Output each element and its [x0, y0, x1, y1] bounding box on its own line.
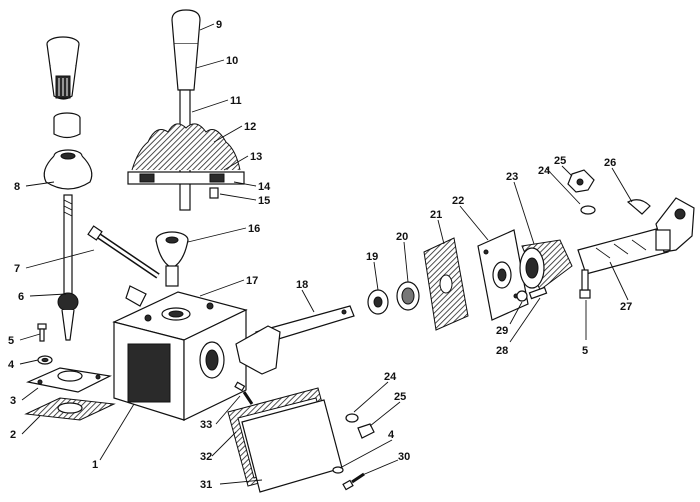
callout-30: 30 — [398, 451, 410, 463]
leader-lines — [19, 23, 633, 485]
lever-knob-assembly — [46, 36, 80, 100]
callout-11: 11 — [230, 95, 242, 107]
callout-6: 6 — [18, 291, 24, 303]
long-bolt — [87, 225, 160, 279]
callout-27: 27 — [620, 301, 632, 313]
screw-29 — [516, 286, 548, 302]
callout-25-bottom: 25 — [394, 391, 406, 403]
callout-21: 21 — [430, 209, 442, 221]
nut-bottom — [345, 413, 375, 439]
small-fitting — [125, 285, 147, 307]
washer-19 — [367, 289, 389, 315]
callout-31: 31 — [200, 479, 212, 491]
callout-2: 2 — [10, 429, 16, 441]
sleeve-23 — [519, 239, 573, 291]
lever-boot — [43, 149, 93, 190]
washer-4-left — [37, 355, 53, 365]
callout-4-bottom: 4 — [388, 429, 395, 441]
bushing — [53, 112, 81, 139]
callout-25-top: 25 — [554, 155, 566, 167]
callout-19: 19 — [366, 251, 378, 263]
washer-24-top — [580, 205, 596, 215]
gear-lever-rod — [57, 194, 79, 341]
callout-22: 22 — [452, 195, 464, 207]
callout-12: 12 — [244, 121, 256, 133]
nut-25-top — [567, 169, 595, 193]
callout-15: 15 — [258, 195, 270, 207]
callout-labels: 1 2 3 4 5 6 7 8 9 10 11 12 13 14 15 16 1… — [8, 19, 632, 491]
callout-28: 28 — [496, 345, 508, 357]
gasket-plate — [24, 397, 116, 421]
screw-5-left — [37, 323, 47, 342]
callout-8: 8 — [14, 181, 20, 193]
callout-23: 23 — [506, 171, 518, 183]
shaft-27 — [577, 197, 695, 275]
callout-18: 18 — [296, 279, 308, 291]
screw-5-right — [579, 269, 591, 299]
ring-20 — [396, 281, 420, 311]
callout-24-top: 24 — [538, 165, 551, 177]
gearbox-housing — [112, 291, 248, 421]
callout-16: 16 — [248, 223, 260, 235]
pivot-cap — [155, 231, 189, 287]
callout-10: 10 — [226, 55, 238, 67]
selector-shaft — [235, 305, 355, 375]
callout-5-left: 5 — [8, 335, 14, 347]
rubber-cover — [127, 123, 245, 199]
bolt-30 — [332, 466, 365, 491]
callout-33: 33 — [200, 419, 212, 431]
bolt-33 — [234, 381, 254, 405]
callout-4-left: 4 — [8, 359, 15, 371]
callout-13: 13 — [250, 151, 262, 163]
callout-1: 1 — [92, 459, 98, 471]
callout-3: 3 — [10, 395, 16, 407]
key-26 — [626, 199, 651, 215]
gasket-21 — [423, 237, 469, 331]
callout-9: 9 — [216, 19, 222, 31]
callout-32: 32 — [200, 451, 212, 463]
callout-5-right: 5 — [582, 345, 588, 357]
callout-14: 14 — [258, 181, 271, 193]
callout-7: 7 — [14, 263, 20, 275]
callout-24-bottom: 24 — [384, 371, 397, 383]
callout-26: 26 — [604, 157, 616, 169]
callout-29: 29 — [496, 325, 508, 337]
callout-20: 20 — [396, 231, 408, 243]
retainer-plate — [26, 367, 112, 393]
callout-17: 17 — [246, 275, 258, 287]
flange-22 — [477, 229, 529, 321]
